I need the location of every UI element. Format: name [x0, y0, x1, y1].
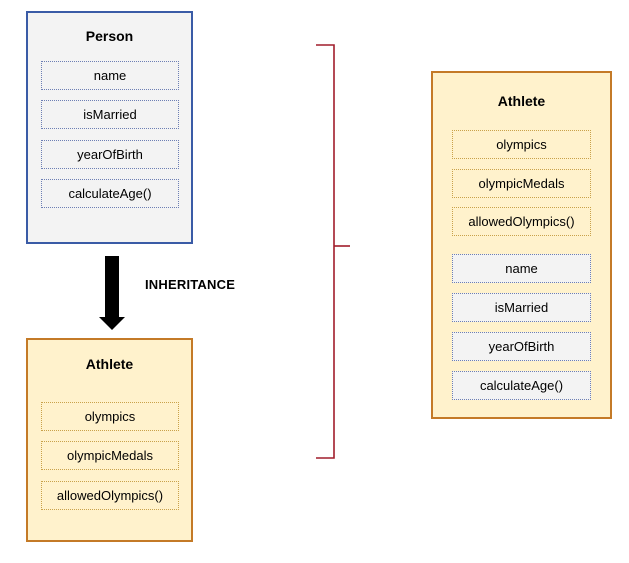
athlete-right-method-allowedolympics: allowedOlympics()	[452, 207, 591, 236]
inheritance-arrow	[99, 256, 125, 330]
athlete-class-box-left: Athlete olympics olympicMedals allowedOl…	[26, 338, 193, 542]
person-class-title: Person	[85, 28, 134, 44]
athlete-right-field-olympicmedals: olympicMedals	[452, 169, 591, 198]
athlete-field-olympicmedals: olympicMedals	[41, 441, 179, 470]
person-field-ismarried: isMarried	[41, 100, 179, 129]
athlete-class-title-left: Athlete	[85, 356, 134, 372]
person-method-calculateage: calculateAge()	[41, 179, 179, 208]
person-class-box: Person name isMarried yearOfBirth calcul…	[26, 11, 193, 244]
athlete-method-allowedolympics: allowedOlympics()	[41, 481, 179, 510]
athlete-right-inherited-calculateage: calculateAge()	[452, 371, 591, 400]
athlete-right-inherited-name: name	[452, 254, 591, 283]
athlete-class-box-right: Athlete olympics olympicMedals allowedOl…	[431, 71, 612, 419]
athlete-right-inherited-yearofbirth: yearOfBirth	[452, 332, 591, 361]
person-field-yearofbirth: yearOfBirth	[41, 140, 179, 169]
person-field-name: name	[41, 61, 179, 90]
inheritance-label: INHERITANCE	[145, 277, 236, 292]
grouping-bracket	[316, 44, 350, 459]
athlete-field-olympics: olympics	[41, 402, 179, 431]
athlete-class-title-right: Athlete	[497, 93, 546, 109]
athlete-right-inherited-ismarried: isMarried	[452, 293, 591, 322]
athlete-right-field-olympics: olympics	[452, 130, 591, 159]
